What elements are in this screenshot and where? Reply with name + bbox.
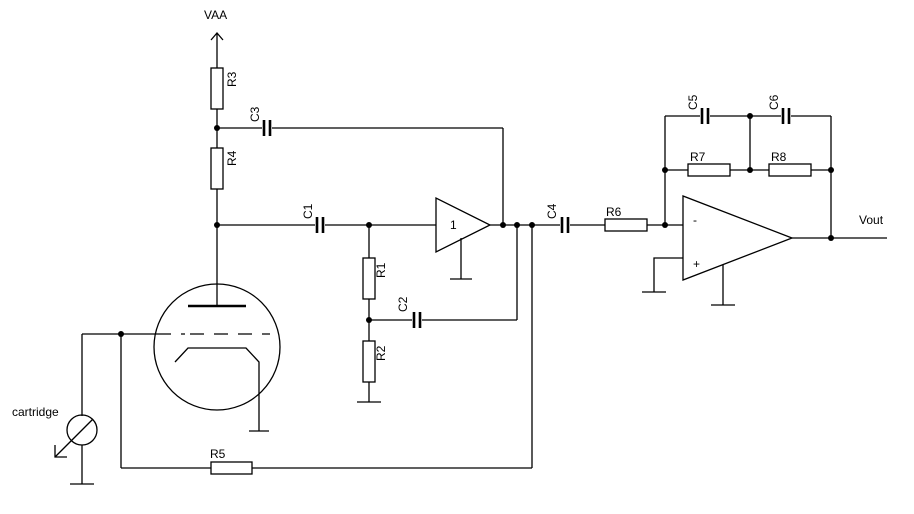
r6-label: R6 [606,205,622,219]
resistor-r2: R2 [362,340,388,383]
resistor-r5: R5 [210,447,253,475]
r3-label: R3 [225,71,239,87]
cartridge-label: cartridge [12,405,59,419]
capacitor-c3: C3 [217,106,504,225]
capacitor-c4: C4 [545,203,570,233]
r8-label: R8 [771,150,787,164]
resistor-r6: R6 [604,205,648,232]
cartridge-source: cartridge [12,405,98,458]
c6-label: C6 [767,94,781,110]
vaa-label: VAA [204,8,227,22]
resistor-r7: R7 [687,150,731,177]
opamp-noninv-label: + [693,257,700,271]
c5-label: C5 [686,94,700,110]
opamp-inv-label: - [693,213,697,227]
buffer-gain-label: 1 [450,218,457,232]
r7-label: R7 [690,150,706,164]
capacitor-c1: C1 [301,203,325,233]
r4-label: R4 [225,150,239,166]
resistor-r3: R3 [210,67,239,110]
triode-tube [153,283,281,431]
c4-label: C4 [545,203,559,219]
vout-label: Vout [859,213,884,227]
r1-label: R1 [374,262,388,278]
capacitor-c6: C6 [767,94,791,124]
c2-label: C2 [396,296,410,312]
r5-label: R5 [210,447,226,461]
c3-label: C3 [248,106,262,122]
capacitor-c5: C5 [686,94,710,124]
resistor-r8: R8 [768,150,812,177]
supply-vaa: VAA [204,8,227,68]
unity-buffer: 1 [435,196,492,280]
r2-label: R2 [374,345,388,361]
opamp: - + [682,195,794,306]
capacitor-c2: C2 [369,225,518,328]
resistor-r4: R4 [210,147,239,190]
c1-label: C1 [301,203,315,219]
resistor-r1: R1 [362,257,388,300]
